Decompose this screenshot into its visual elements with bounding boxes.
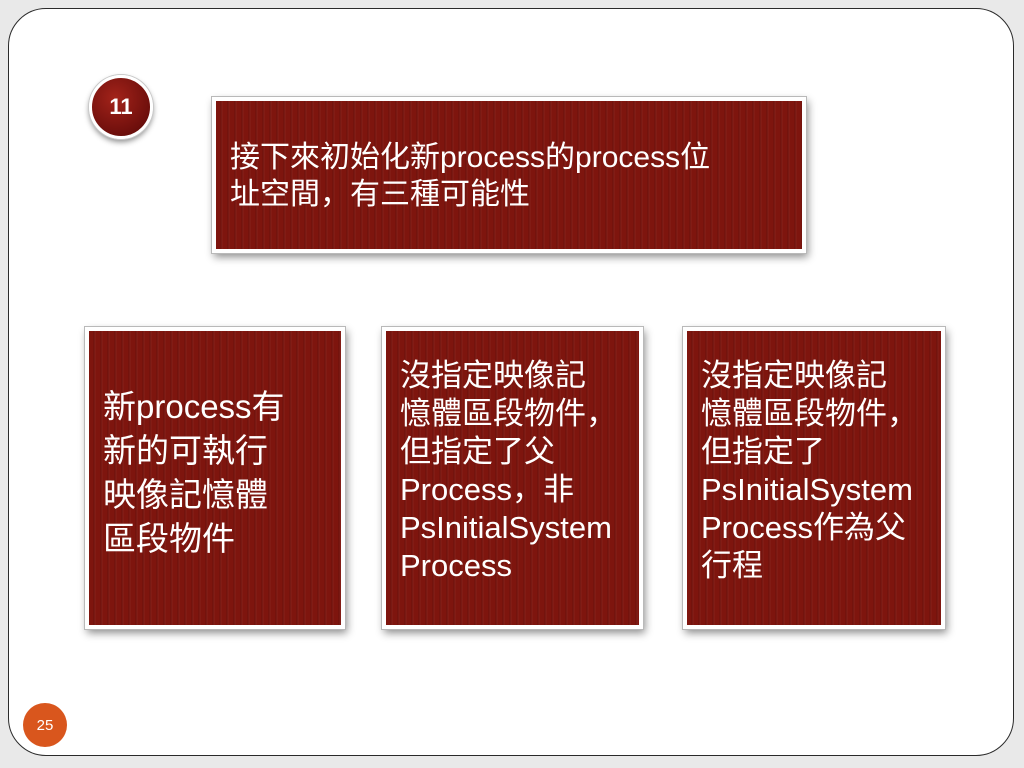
slide-frame: 11 接下來初始化新process的process位 址空間，有三種可能性 新p… (8, 8, 1014, 756)
option-box-2: 沒指定映像記 憶體區段物件， 但指定了父 Process，非 PsInitial… (382, 327, 643, 629)
step-number-label: 11 (109, 94, 133, 119)
option-box-1: 新process有 新的可執行 映像記憶體 區段物件 (85, 327, 345, 629)
option-text-1: 新process有 新的可執行 映像記憶體 區段物件 (103, 388, 285, 557)
page-number-label: 25 (36, 716, 54, 734)
page-number-badge: 25 (23, 703, 67, 747)
heading-text: 接下來初始化新process的process位 址空間，有三種可能性 (230, 141, 711, 211)
option-text-3: 沒指定映像記 憶體區段物件， 但指定了 PsInitialSystem Proc… (701, 358, 918, 583)
option-box-3: 沒指定映像記 憶體區段物件， 但指定了 PsInitialSystem Proc… (683, 327, 945, 629)
step-number-badge: 11 (89, 75, 153, 139)
option-text-2: 沒指定映像記 憶體區段物件， 但指定了父 Process，非 PsInitial… (400, 358, 617, 583)
heading-panel: 接下來初始化新process的process位 址空間，有三種可能性 (212, 97, 806, 253)
